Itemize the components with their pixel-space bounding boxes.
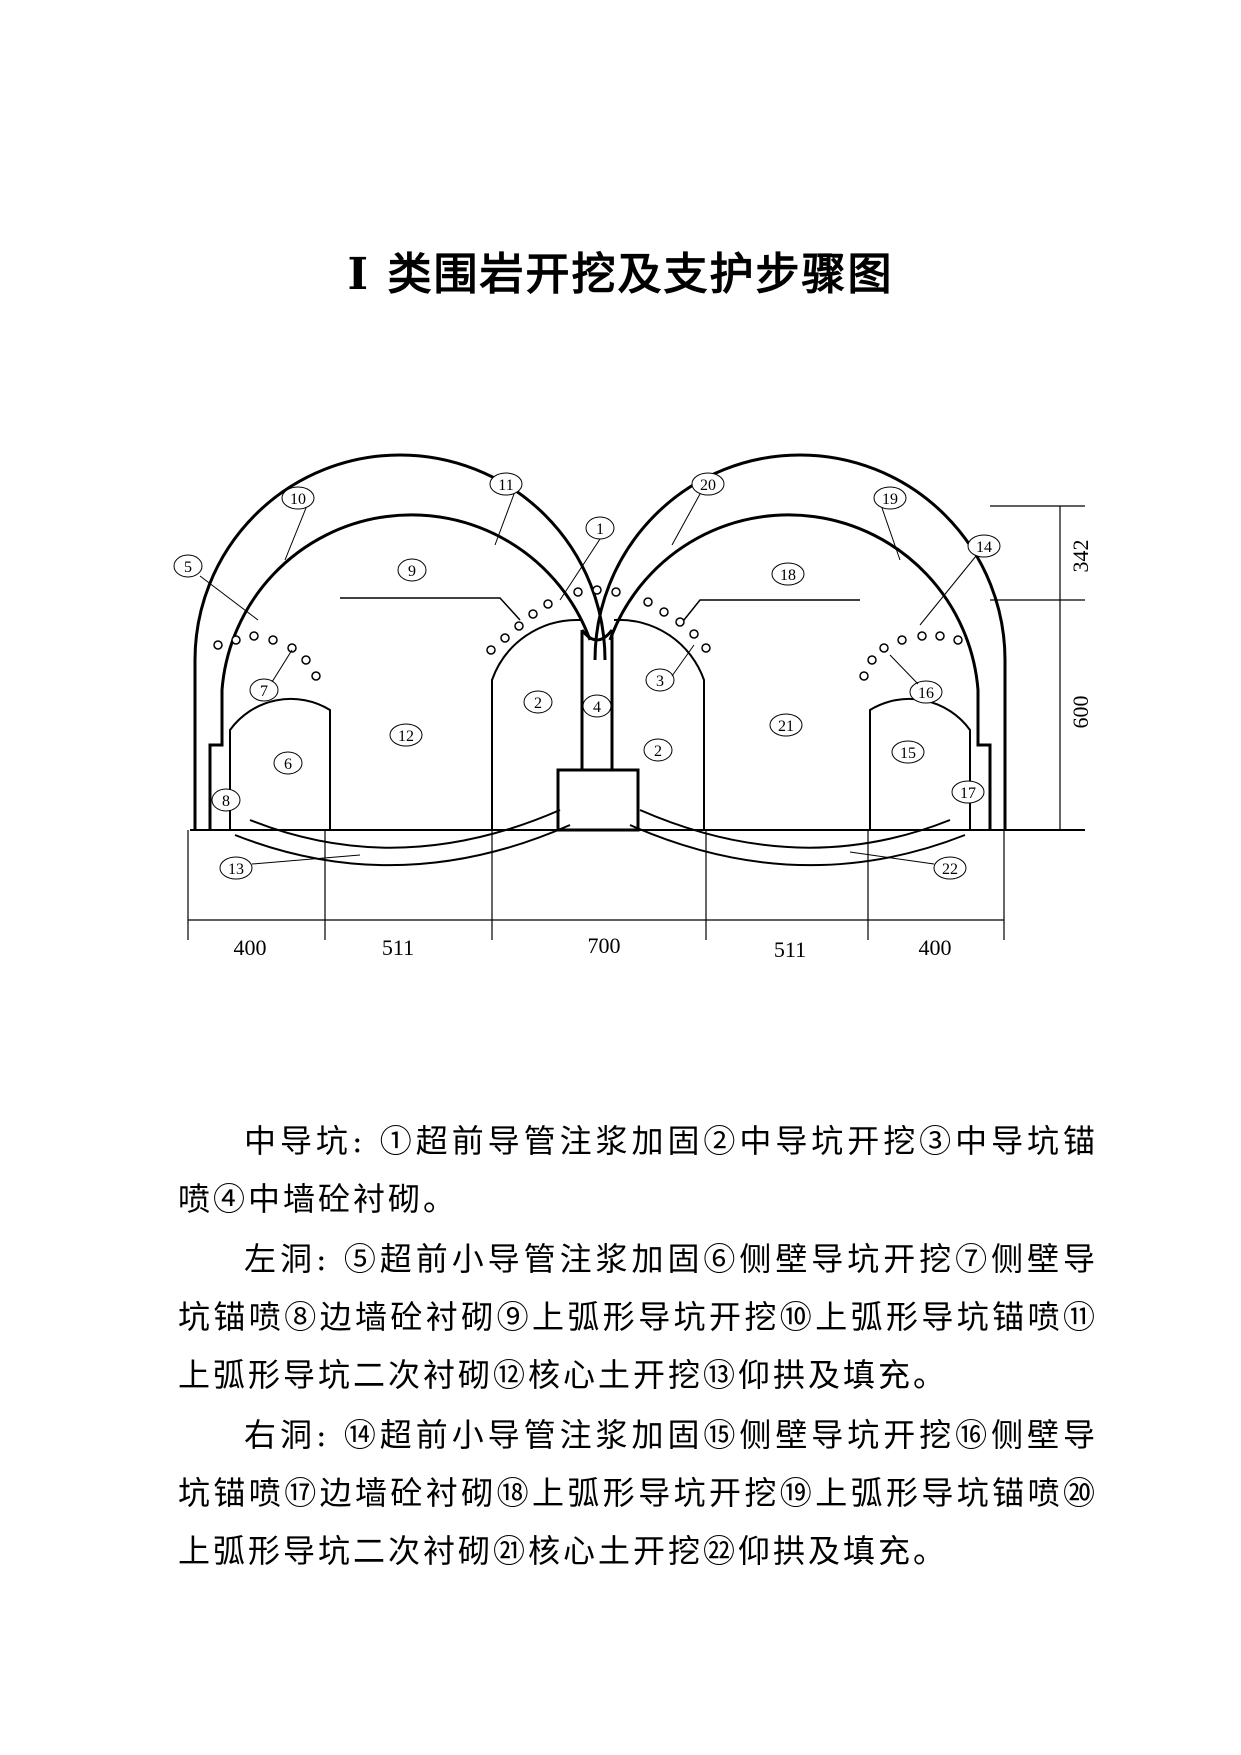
svg-text:20: 20: [700, 477, 716, 494]
svg-text:10: 10: [290, 491, 306, 508]
callout-20: 20: [691, 472, 725, 496]
callout-21: 21: [769, 713, 803, 737]
middle-wall-head: [580, 629, 614, 642]
right-invert-upper: [639, 809, 951, 849]
callout-22: 22: [933, 856, 967, 880]
svg-text:2: 2: [534, 695, 542, 712]
callout-13: 13: [219, 856, 253, 880]
callout-18: 18: [771, 562, 805, 586]
svg-text:16: 16: [918, 685, 934, 702]
grouting-pipes: [213, 585, 963, 681]
callout-3: 3: [645, 668, 675, 692]
svg-text:5: 5: [184, 559, 192, 576]
callout-11: 11: [489, 472, 523, 496]
callout-leaders: [199, 493, 977, 865]
dim-width-5: 400: [919, 935, 952, 960]
leader-18: [679, 599, 860, 626]
callout-8: 8: [211, 788, 241, 812]
svg-text:18: 18: [780, 567, 796, 584]
middle-drift-right: [613, 618, 705, 830]
right-outer-arch: [593, 453, 1007, 830]
callout-10: 10: [281, 486, 315, 510]
right-outer-arch-inner: [608, 513, 992, 830]
svg-text:19: 19: [882, 491, 898, 508]
svg-text:22: 22: [942, 861, 958, 878]
callout-19: 19: [873, 486, 907, 510]
dim-width-1: 400: [234, 935, 267, 960]
callout-14: 14: [967, 534, 1001, 558]
svg-text:13: 13: [228, 861, 244, 878]
svg-text:6: 6: [284, 756, 292, 773]
paragraph-left-tunnel: 左洞: ⑤超前小导管注浆加固⑥侧壁导坑开挖⑦侧壁导坑锚喷⑧边墙砼衬砌⑨上弧形导坑…: [178, 1240, 1098, 1394]
callout-17: 17: [951, 780, 985, 804]
dimension-lines: [187, 505, 1085, 940]
left-outer-arch: [193, 453, 607, 830]
svg-text:8: 8: [222, 793, 230, 810]
left-side-drift: [229, 697, 331, 830]
dim-height-1: 342: [1068, 540, 1093, 573]
callout-15: 15: [891, 740, 925, 764]
callout-2b: 2: [643, 738, 673, 762]
svg-text:4: 4: [593, 699, 601, 716]
dim-width-4: 511: [774, 937, 806, 962]
callout-12: 12: [389, 723, 423, 747]
leader-9: [340, 597, 521, 621]
left-invert-lower: [234, 824, 571, 867]
callout-1: 1: [585, 516, 615, 540]
svg-text:11: 11: [498, 477, 513, 494]
svg-text:17: 17: [960, 785, 976, 802]
tunnel-excavation-diagram: 400 511 700 511 400 342 600 1 2 2 3 4 5 …: [173, 453, 1094, 963]
svg-text:3: 3: [656, 673, 664, 690]
middle-drift-left: [491, 618, 581, 830]
dim-width-2: 511: [382, 935, 414, 960]
right-invert-lower: [629, 824, 966, 867]
callout-6: 6: [273, 751, 303, 775]
dimension-labels: 400 511 700 511 400 342 600: [234, 540, 1094, 963]
svg-text:9: 9: [408, 563, 416, 580]
callouts: 1 2 2 3 4 5 6 7 8 9 10 11 12 13 14 15 16…: [173, 472, 1001, 880]
description: 中导坑: ①超前导管注浆加固②中导坑开挖③中导坑锚喷④中墙砼衬砌。 左洞: ⑤超…: [178, 1112, 1098, 1582]
svg-text:12: 12: [398, 728, 414, 745]
callout-16: 16: [909, 680, 943, 704]
callout-9: 9: [397, 558, 427, 582]
middle-wall-base: [556, 768, 640, 832]
callout-4: 4: [582, 694, 612, 718]
dim-height-2: 600: [1068, 696, 1093, 729]
paragraph-middle-drift: 中导坑: ①超前导管注浆加固②中导坑开挖③中导坑锚喷④中墙砼衬砌。: [178, 1122, 1098, 1218]
callout-2a: 2: [523, 690, 553, 714]
callout-5: 5: [173, 554, 203, 578]
callout-7: 7: [249, 678, 279, 702]
page-title: I 类围岩开挖及支护步骤图: [347, 249, 894, 300]
svg-text:21: 21: [778, 718, 794, 735]
left-outer-arch-inner: [208, 513, 592, 830]
paragraph-right-tunnel: 右洞: ⑭超前小导管注浆加固⑮侧壁导坑开挖⑯侧壁导坑锚喷⑰边墙砼衬砌⑱上弧形导坑…: [178, 1416, 1098, 1570]
right-side-drift: [869, 697, 971, 830]
svg-text:7: 7: [260, 683, 268, 700]
svg-text:14: 14: [976, 539, 992, 556]
dim-width-3: 700: [588, 933, 621, 958]
svg-text:1: 1: [596, 521, 604, 538]
left-invert-upper: [249, 809, 561, 849]
svg-text:15: 15: [900, 745, 916, 762]
svg-text:2: 2: [654, 743, 662, 760]
middle-wall: [580, 630, 614, 770]
